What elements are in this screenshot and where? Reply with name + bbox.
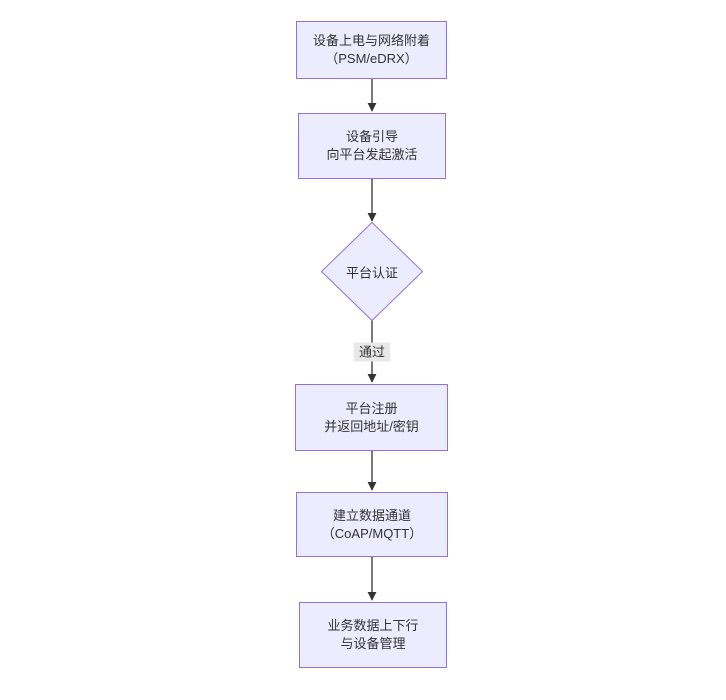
node-text-line: 与设备管理 [340, 636, 406, 651]
node-text-line: 平台注册 [345, 400, 398, 416]
node-data-channel: 建立数据通道 （CoAP/MQTT） [296, 492, 448, 557]
node-text-line: 业务数据上下行 [327, 618, 419, 634]
decision-platform-auth-label: 平台认证 [345, 265, 399, 280]
node-text-line: 建立数据通道 [332, 507, 411, 523]
node-text-line: （CoAP/MQTT） [321, 525, 423, 541]
node-text-line: 设备引导 [345, 129, 398, 145]
node-text-line: 设备上电与网络附着 [312, 33, 430, 49]
decision-platform-auth-shape [320, 221, 424, 322]
node-power-network-attach: 设备上电与网络附着 （PSM/eDRX） [296, 21, 447, 79]
edge-label-pass: 通过 [353, 342, 391, 362]
node-business-data: 业务数据上下行 与设备管理 [299, 602, 447, 668]
node-text-line: （PSM/eDRX） [325, 51, 418, 66]
node-text-line: 并返回地址/密钥 [324, 418, 419, 434]
node-text-line: 向平台发起激活 [326, 147, 418, 162]
node-device-bootstrap: 设备引导 向平台发起激活 [298, 113, 446, 179]
node-platform-register: 平台注册 并返回地址/密钥 [295, 384, 448, 451]
